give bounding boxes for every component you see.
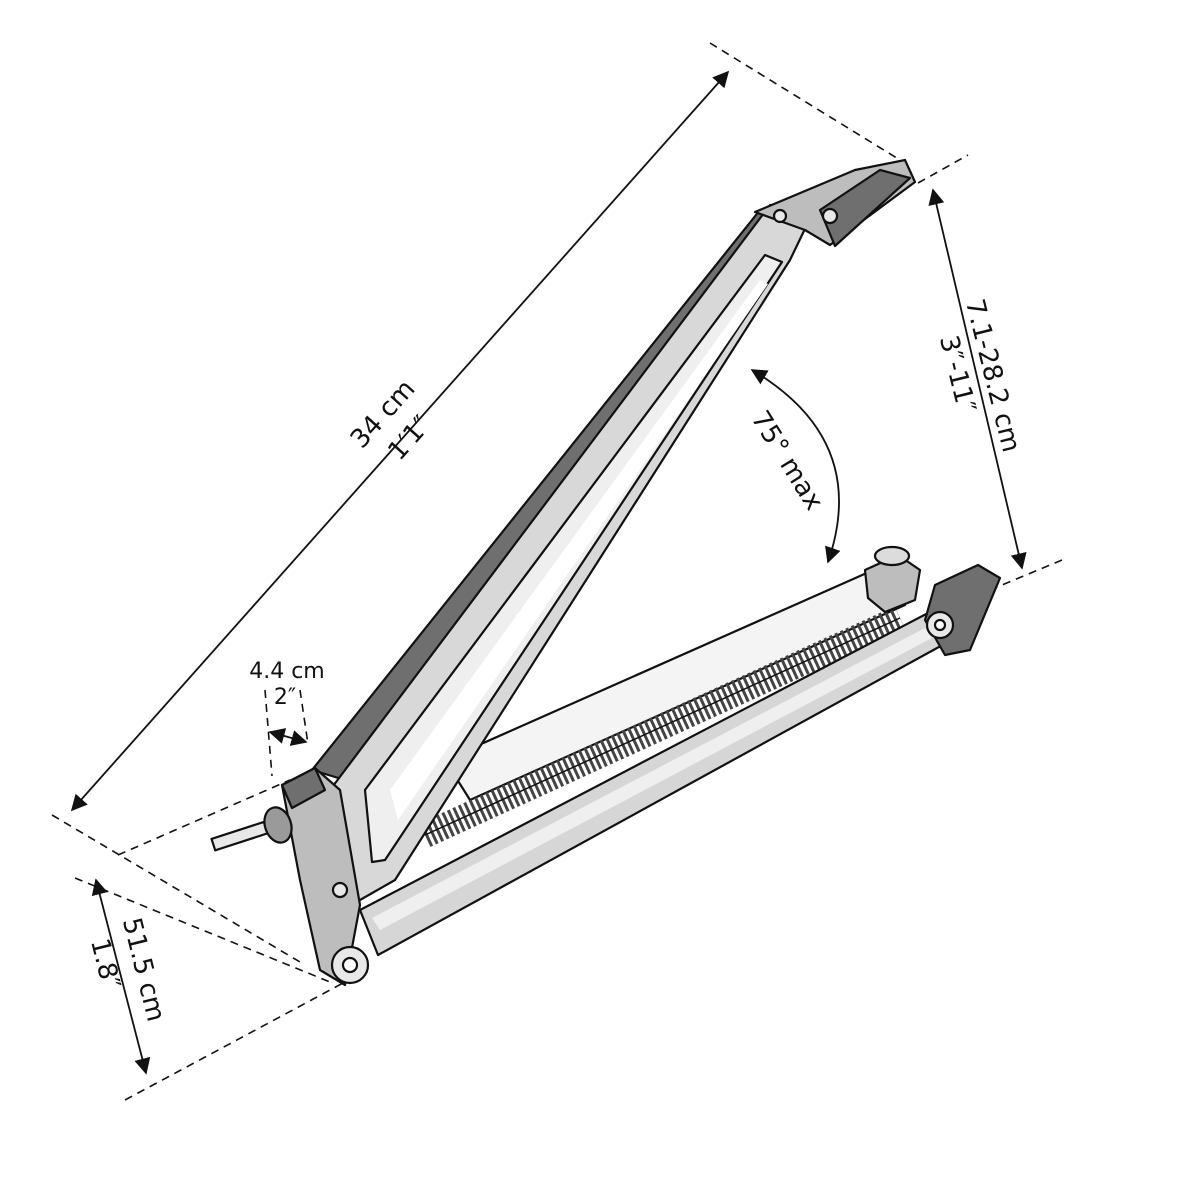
clamp-screw [210, 820, 269, 852]
extension-line-clamp-b [299, 689, 309, 745]
label-base-depth: 51.5 cm 1.8″ [84, 915, 171, 1025]
clamp-width-imperial: 2″ [274, 685, 296, 710]
clamp-width-arrow [268, 728, 308, 746]
clamp-base [210, 766, 370, 987]
head-bolt [821, 207, 839, 225]
label-clamp-width: 4.4 cm 2″ [249, 659, 325, 710]
tube-end-cap [873, 545, 911, 567]
extension-line-bottom-right [989, 559, 1063, 591]
angle-arc-arrow [750, 369, 841, 564]
label-height-range: 7.1-28.2 cm 3″-11″ [933, 296, 1026, 455]
clamp-knob [263, 806, 293, 844]
base-depth-imperial: 1.8″ [84, 935, 126, 992]
upper-arm [310, 158, 917, 902]
base-depth-arrow [91, 878, 151, 1075]
arm-length-arrow [70, 70, 730, 812]
label-arm-length: 34 cm 1′1″ [345, 374, 438, 466]
lower-arm [358, 545, 1002, 957]
pivot-bolt-upper [331, 881, 349, 899]
lower-arm-end-block [923, 563, 1002, 657]
extension-line-top-right [917, 154, 969, 184]
clamp-width-metric: 4.4 cm [249, 659, 325, 684]
angle-value: 75° max [745, 406, 829, 516]
label-angle: 75° max [745, 406, 829, 516]
clamp-bracket [280, 766, 362, 987]
extension-line-top-arm [709, 42, 901, 161]
extension-line-base-left [51, 814, 301, 963]
dimension-arrows [70, 70, 1027, 1075]
height-range-arrow [928, 188, 1027, 570]
base-depth-metric: 51.5 cm [116, 915, 171, 1025]
